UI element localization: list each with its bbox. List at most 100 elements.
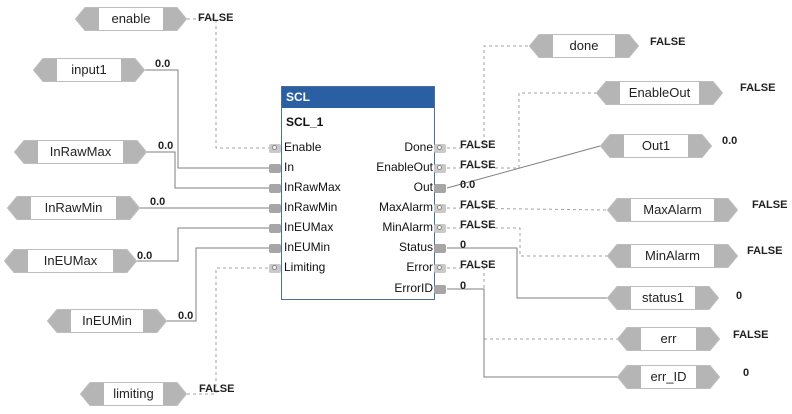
pin-label-status: Status — [398, 240, 433, 254]
input-tag-limiting-shape — [79, 382, 188, 406]
pin-label-minalarm: MinAlarm — [382, 220, 433, 234]
input-tag-ineumax-label: InEUMax — [43, 253, 98, 268]
output-tag-errorid-shape — [616, 365, 721, 389]
pin-label-inrawmin: InRawMin — [284, 200, 338, 214]
output-tag-value-enableout: FALSE — [740, 82, 776, 94]
input-tag-inrawmax-label: InRawMax — [49, 144, 112, 159]
input-tag-in-label: input1 — [71, 62, 107, 77]
input-tag-ineumax-shape — [3, 249, 138, 273]
output-pin-value-minalarm: FALSE — [460, 219, 496, 231]
scl-function-block[interactable]: SCL SCL_1 — [281, 86, 435, 300]
pin-out[interactable] — [434, 184, 446, 193]
output-tag-maxalarm-label: MaxAlarm — [643, 202, 702, 217]
pin-label-ineumax: InEUMax — [284, 220, 334, 234]
pin-label-errorid: ErrorID — [394, 281, 433, 295]
pin-inrawmax[interactable] — [269, 184, 281, 193]
output-tag-done-label: done — [569, 38, 599, 53]
wire-ineumax — [137, 227, 269, 262]
pin-label-done: Done — [404, 140, 433, 154]
wire-out — [446, 145, 601, 189]
pin-limiting[interactable] — [269, 264, 281, 273]
wire-enableout — [447, 92, 596, 169]
pin-in[interactable] — [269, 164, 281, 173]
wire-ineumin — [167, 247, 269, 322]
input-tag-ineumin[interactable]: InEUMin — [46, 309, 168, 333]
pin-enableout[interactable] — [434, 164, 446, 173]
pin-status[interactable] — [434, 244, 446, 253]
wire-errorid — [447, 288, 617, 378]
pin-label-error: Error — [406, 260, 433, 274]
input-tag-ineumax[interactable]: InEUMax — [3, 249, 138, 273]
output-tag-done-shape — [528, 34, 640, 58]
input-value-limiting: FALSE — [199, 383, 235, 395]
output-tag-value-minalarm: FALSE — [747, 245, 783, 257]
wire-limiting — [187, 267, 269, 395]
input-tag-inrawmin-shape — [6, 196, 141, 220]
wire-error — [447, 267, 617, 340]
output-pin-value-done: FALSE — [460, 139, 496, 151]
pin-ineumax[interactable] — [269, 224, 281, 233]
input-tag-in[interactable]: input1 — [32, 58, 146, 82]
pin-label-out: Out — [413, 180, 433, 194]
pin-maxalarm[interactable] — [434, 204, 446, 213]
input-tag-in-shape — [32, 58, 146, 82]
output-tag-error[interactable]: err — [616, 327, 721, 351]
input-tag-enable-label: enable — [111, 11, 151, 26]
output-tag-errorid-label: err_ID — [650, 369, 687, 384]
input-tag-inrawmin-label: InRawMin — [44, 200, 103, 215]
input-tag-ineumin-label: InEUMin — [82, 313, 132, 328]
output-tag-minalarm-label: MinAlarm — [645, 248, 700, 263]
output-pin-value-out: 0.0 — [460, 179, 476, 191]
output-tag-value-status: 0 — [736, 290, 743, 302]
input-tag-inrawmax[interactable]: InRawMax — [13, 140, 148, 164]
input-value-enable: FALSE — [198, 12, 234, 24]
pin-ineumin[interactable] — [269, 244, 281, 253]
output-tag-enableout-shape — [595, 81, 724, 105]
output-tag-enableout[interactable]: EnableOut — [595, 81, 724, 105]
pin-label-in: In — [284, 160, 295, 174]
output-tag-enableout-label: EnableOut — [628, 85, 691, 100]
input-value-inrawmin: 0.0 — [150, 196, 166, 208]
output-tag-minalarm[interactable]: MinAlarm — [606, 244, 739, 268]
output-tag-value-errorid: 0 — [743, 367, 750, 379]
output-tag-value-maxalarm: FALSE — [752, 199, 788, 211]
output-pin-value-enableout: FALSE — [460, 159, 496, 171]
output-tag-status-shape — [606, 286, 720, 310]
pin-label-enableout: EnableOut — [376, 160, 433, 174]
input-tag-enable[interactable]: enable — [74, 7, 188, 31]
pin-label-inrawmax: InRawMax — [284, 180, 341, 194]
output-tag-errorid[interactable]: err_ID — [616, 365, 721, 389]
pin-errorid[interactable] — [434, 285, 446, 294]
input-tag-inrawmax-shape — [13, 140, 148, 164]
input-value-in: 0.0 — [155, 58, 171, 70]
output-pin-value-maxalarm: FALSE — [460, 199, 496, 211]
pin-label-enable: Enable — [284, 140, 322, 154]
input-tag-limiting-label: limiting — [113, 386, 154, 401]
output-tag-out-shape — [599, 134, 713, 158]
wire-done — [447, 45, 529, 149]
input-tag-ineumin-shape — [46, 309, 168, 333]
input-tag-limiting[interactable]: limiting — [79, 382, 188, 406]
output-pin-value-error: FALSE — [460, 259, 496, 271]
output-tag-value-done: FALSE — [650, 36, 686, 48]
pin-label-ineumin: InEUMin — [284, 240, 331, 254]
output-tag-error-shape — [616, 327, 721, 351]
input-tag-inrawmin[interactable]: InRawMin — [6, 196, 141, 220]
output-tag-error-label: err — [660, 331, 677, 346]
output-tag-status[interactable]: status1 — [606, 286, 720, 310]
pin-error[interactable] — [434, 264, 446, 273]
pin-label-limiting: Limiting — [284, 260, 326, 274]
pin-inrawmin[interactable] — [269, 204, 281, 213]
output-tag-done[interactable]: done — [528, 34, 640, 58]
output-tag-out[interactable]: Out1 — [599, 134, 713, 158]
block-type-header: SCL — [282, 87, 434, 108]
output-tag-value-error: FALSE — [733, 329, 769, 341]
output-tag-maxalarm[interactable]: MaxAlarm — [606, 198, 739, 222]
wire-enable — [187, 18, 269, 149]
pin-minalarm[interactable] — [434, 224, 446, 233]
output-tag-status-label: status1 — [642, 290, 684, 305]
wire-in — [145, 69, 269, 169]
pin-done[interactable] — [434, 144, 446, 153]
pin-label-maxalarm: MaxAlarm — [378, 200, 433, 214]
pin-enable[interactable] — [269, 144, 281, 153]
